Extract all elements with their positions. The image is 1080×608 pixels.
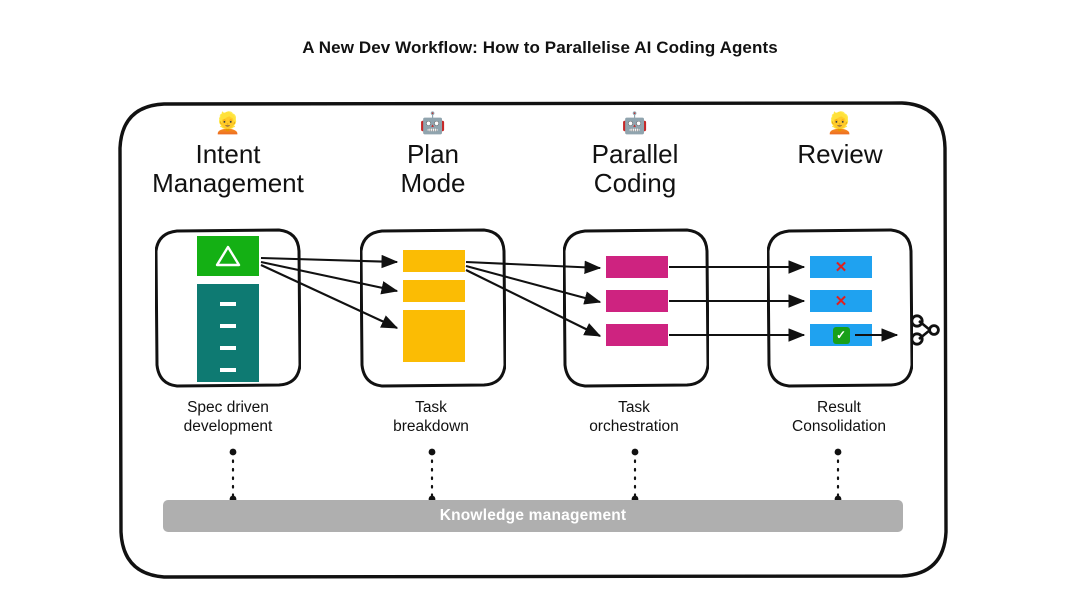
stage-parallel-coding: 🤖 Parallel Coding	[535, 112, 735, 198]
check-icon: ✓	[832, 326, 850, 344]
robot-emoji: 🤖	[419, 112, 447, 135]
stage-title: Review	[797, 139, 883, 169]
detail-line	[220, 302, 236, 306]
spec-detail-block	[197, 284, 259, 382]
caption-task-orchestration: Task orchestration	[589, 399, 679, 435]
delta-triangle-icon	[215, 245, 241, 267]
card-intent-management	[155, 228, 301, 388]
detail-line	[220, 324, 236, 328]
detail-line	[220, 346, 236, 350]
card-border	[360, 228, 506, 388]
card-plan-mode	[360, 228, 506, 388]
task-block	[403, 250, 465, 272]
stage-title: Plan Mode	[400, 139, 466, 198]
result-block-failed: ✕	[810, 256, 872, 278]
cross-icon: ✕	[834, 292, 848, 310]
person-emoji: 👱	[826, 112, 854, 135]
card-border	[767, 228, 913, 388]
stage-intent-management: 👱 Intent Management	[128, 112, 328, 198]
result-block-failed: ✕	[810, 290, 872, 312]
result-block-passed: ✓	[810, 324, 872, 346]
caption-task-breakdown: Task breakdown	[393, 399, 469, 435]
task-block	[403, 280, 465, 302]
stage-title: Parallel Coding	[591, 139, 679, 198]
task-block	[403, 310, 465, 362]
page-title: A New Dev Workflow: How to Parallelise A…	[302, 38, 778, 57]
spec-block	[197, 236, 259, 276]
card-parallel-coding	[563, 228, 709, 388]
stage-plan-mode: 🤖 Plan Mode	[333, 112, 533, 198]
agent-task-block	[606, 290, 668, 312]
workflow-outer-frame	[118, 100, 948, 580]
caption-result-consolidation: Result Consolidation	[792, 399, 886, 435]
knowledge-management-label: Knowledge management	[439, 507, 627, 524]
caption-spec-driven-development: Spec driven development	[183, 399, 273, 435]
stage-review: 👱 Review	[740, 112, 940, 169]
cross-icon: ✕	[834, 258, 848, 276]
agent-task-block	[606, 256, 668, 278]
knowledge-management-bar: Knowledge management	[163, 500, 903, 532]
card-review: ✕ ✕ ✓	[767, 228, 913, 388]
stage-title: Intent Management	[152, 139, 304, 198]
card-border	[155, 228, 301, 388]
agent-task-block	[606, 324, 668, 346]
person-emoji: 👱	[214, 112, 242, 135]
card-border	[563, 228, 709, 388]
git-merge-icon	[908, 312, 944, 348]
detail-line	[220, 368, 236, 372]
robot-emoji: 🤖	[621, 112, 649, 135]
